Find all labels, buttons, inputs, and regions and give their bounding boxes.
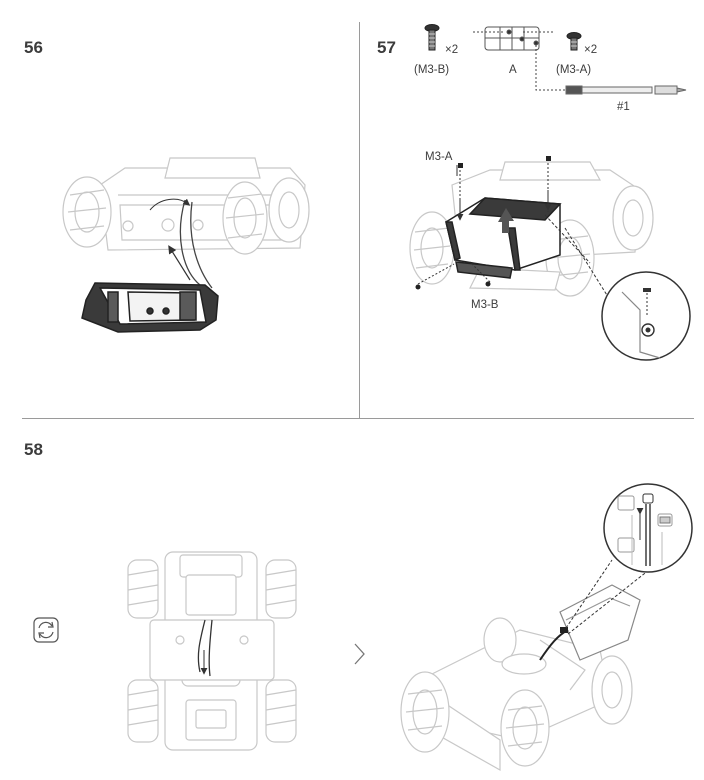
step-57-zoom-detail [601,271,691,361]
zoom-leader-line [565,559,613,629]
screwdriver-size-label: #1 [617,101,630,113]
screw-m3a-quantity: ×2 [584,44,598,56]
rotate-icon [33,617,59,643]
part-a-bracket-icon [484,26,540,51]
screw-m3b-quantity: ×2 [445,44,459,56]
screw-m3b-icon [424,24,440,51]
zoom-leader-line [544,214,591,264]
zoom-leader-line [564,227,611,301]
cable-line [190,201,213,289]
cable-line [197,619,206,673]
step-57-number: 57 [377,38,396,57]
callout-m3b: M3-B [471,299,499,311]
install-arrow [168,245,191,281]
chevron-right-icon [354,643,365,665]
routing-arrow [149,198,191,211]
zoom-leader-line [567,565,655,635]
step-58-number: 58 [24,440,43,459]
step-56-number: 56 [24,38,43,57]
step-56-robot-illustration [62,157,310,255]
part-a-label: A [509,64,517,76]
screw-m3b-label: (M3-B) [414,64,450,76]
step-58-robot-bottom-view [127,551,297,751]
callout-m3a: M3-A [425,151,453,163]
screwdriver-icon [565,85,687,95]
vertical-divider [359,22,360,418]
upper-board [559,584,641,661]
cable-line [208,619,213,677]
step-58-robot-illustration [400,617,633,772]
horizontal-divider [22,418,694,419]
sensor-adapter-module [81,282,219,333]
battery-cover-module [445,197,562,279]
screw-m3a-icon [566,32,582,51]
cable-line [179,199,201,286]
step-58-zoom-detail [603,483,693,573]
connector [560,627,568,633]
screw-positions [415,156,551,290]
screw-m3a-label: (M3-A) [556,64,592,76]
